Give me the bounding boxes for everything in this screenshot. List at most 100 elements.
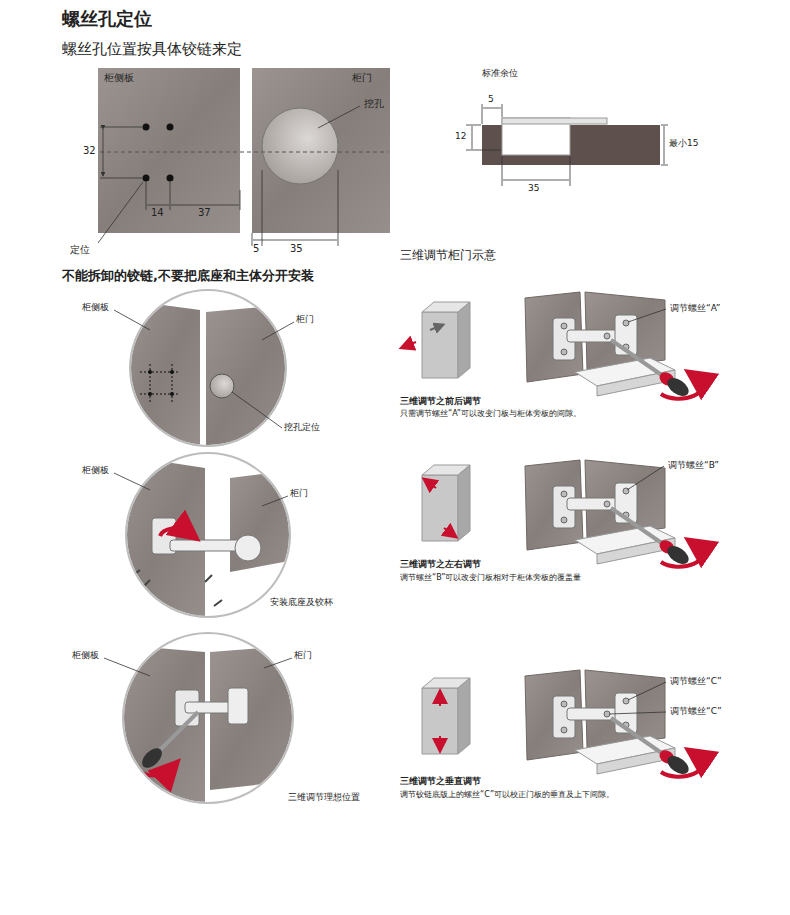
detail-circle xyxy=(140,364,180,402)
leader-lines xyxy=(104,658,150,676)
detail-circle xyxy=(125,300,295,450)
dimension-lines xyxy=(472,126,473,149)
screw-label: 调节螺丝“C” xyxy=(670,706,722,717)
step-caption: 安装底座及铰杯 xyxy=(270,597,333,608)
part-label: 柜侧板 xyxy=(72,650,99,661)
detail-circle xyxy=(214,600,222,606)
step-caption: 三维调节理想位置 xyxy=(288,792,360,803)
dimension-label: 14 xyxy=(151,207,164,219)
detail-circle xyxy=(123,633,293,803)
panel-drawing xyxy=(98,68,390,233)
screw-label: 调节螺丝“B” xyxy=(668,460,719,471)
detail-circle xyxy=(150,364,151,402)
section-heading: 标准余位 xyxy=(482,68,518,79)
part-label: 柜门 xyxy=(290,488,308,499)
detail-circle xyxy=(205,575,212,582)
panel-drawing xyxy=(143,124,150,131)
dimension-lines xyxy=(262,170,263,246)
cube-icon xyxy=(458,302,470,378)
panel-label: 柜门 xyxy=(352,72,372,84)
subtitle: 螺丝孔位置按具体铰链来定 xyxy=(62,40,242,58)
detail-circle xyxy=(210,374,234,398)
dimension-label: 35 xyxy=(290,243,303,255)
margin-section xyxy=(502,118,607,124)
dimension-lines xyxy=(318,106,360,128)
dimension-lines xyxy=(466,104,668,186)
dimension-label: 37 xyxy=(198,207,211,219)
hinge-illustration xyxy=(525,460,702,568)
dimension-lines xyxy=(170,182,171,210)
leader-lines xyxy=(262,322,294,340)
leader-lines xyxy=(609,309,666,714)
detail-circle xyxy=(172,364,173,402)
panel-drawing xyxy=(167,124,174,131)
dimension-lines xyxy=(664,126,665,164)
dimension-lines xyxy=(100,127,142,128)
step-heading: 三维调节之左右调节 xyxy=(400,559,481,570)
dimension-lines xyxy=(466,150,501,151)
cube-icon xyxy=(458,465,470,541)
panel-drawing xyxy=(262,108,338,184)
dimension-lines xyxy=(100,178,142,179)
dimension-label: 5 xyxy=(253,243,259,255)
leader-lines xyxy=(628,682,666,700)
dimension-lines xyxy=(252,233,253,246)
dimension-lines xyxy=(240,190,241,210)
dimension-lines xyxy=(171,205,239,206)
leader-lines xyxy=(609,712,666,714)
detail-circle xyxy=(126,453,290,617)
leader-lines xyxy=(627,466,664,490)
dimension-lines xyxy=(466,125,481,126)
dimension-lines xyxy=(503,180,569,181)
section-heading: 三维调节柜门示意 xyxy=(400,248,496,262)
panel-drawing xyxy=(98,68,240,233)
step-heading: 三维调节之垂直调节 xyxy=(400,776,481,787)
dimension-lines xyxy=(483,108,501,109)
cube-icon xyxy=(430,326,440,330)
dimension-lines xyxy=(98,182,143,243)
note-heading: 不能拆卸的铰链,不要把底座和主体分开安装 xyxy=(62,268,314,284)
screw-label: 调节螺丝“C” xyxy=(670,676,722,687)
detail-circle xyxy=(148,370,152,374)
detail-circle xyxy=(130,290,286,446)
panel-drawing xyxy=(252,68,390,233)
panel-label: 挖孔 xyxy=(364,98,384,110)
cube-icon xyxy=(458,678,470,754)
detail-circle xyxy=(170,540,240,551)
cube-icon xyxy=(422,465,470,541)
cube-icon xyxy=(406,342,416,346)
detail-circle xyxy=(170,370,174,374)
detail-circle xyxy=(125,290,295,450)
margin-section xyxy=(482,118,660,165)
dimension-lines xyxy=(661,125,668,126)
cube-icon xyxy=(444,528,452,534)
detail-circle xyxy=(170,392,174,396)
panel-box: 柜侧板 xyxy=(98,68,240,233)
dimension-lines xyxy=(502,104,503,117)
step-note: 调节铰链底版上的螺丝“C”可以校正门板的垂直及上下间隙。 xyxy=(400,790,614,800)
leader-lines xyxy=(104,310,294,676)
detail-circle xyxy=(160,528,188,536)
leader-lines xyxy=(232,392,282,428)
detail-circle xyxy=(228,688,248,724)
cube-icon xyxy=(428,482,436,488)
panel-drawing xyxy=(167,175,174,182)
detail-circle xyxy=(160,712,198,750)
leader-lines xyxy=(262,496,288,506)
panel-box: 柜门挖孔 xyxy=(252,68,390,233)
panel-drawing xyxy=(100,152,388,153)
cube-icon xyxy=(422,688,458,754)
dimension-lines xyxy=(103,129,104,176)
dimension-lines xyxy=(570,156,571,186)
cube-icon xyxy=(439,736,441,746)
dimension-lines xyxy=(147,205,169,206)
leader-lines xyxy=(114,473,150,490)
screw-label: 调节螺丝“A” xyxy=(670,303,720,314)
detail-circle xyxy=(210,645,300,790)
step-note: 只需调节螺丝“A”可以改变门板与柜体旁板的间隙。 xyxy=(400,409,581,419)
dimension-lines xyxy=(338,170,339,246)
callout-label: 定位 xyxy=(70,244,90,256)
part-label: 柜门 xyxy=(294,650,312,661)
panel-drawing xyxy=(143,175,150,182)
